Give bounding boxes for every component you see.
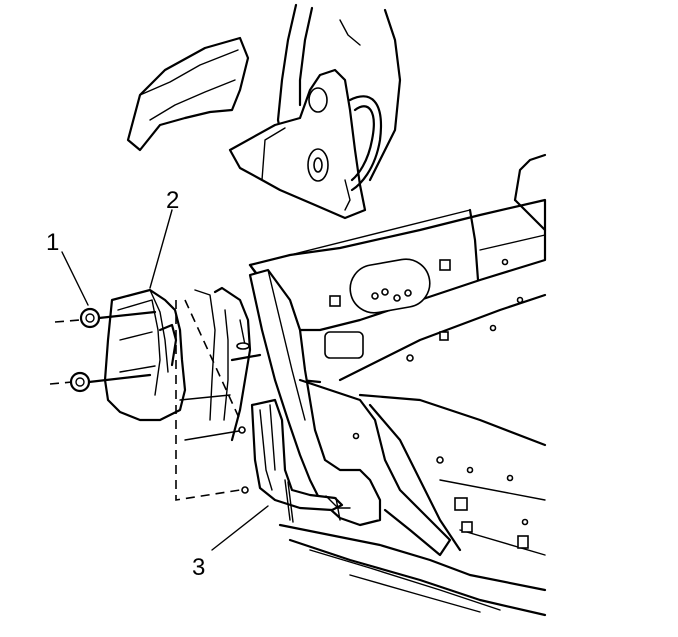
push-pin-retainers (49, 307, 157, 393)
upper-pillar (126, 3, 402, 182)
lower-hinge-bracket (238, 398, 351, 523)
center-pillar (248, 268, 452, 557)
upper-hinge-bracket (228, 68, 383, 220)
lower-rocker (278, 293, 547, 617)
inner-structure (179, 286, 262, 442)
trim-bracket (103, 288, 241, 501)
frame-rail (248, 153, 547, 384)
callout-2: 2 (166, 187, 179, 214)
callout-3: 3 (192, 554, 205, 581)
leader-lines (61, 209, 269, 551)
callout-1: 1 (46, 229, 59, 256)
